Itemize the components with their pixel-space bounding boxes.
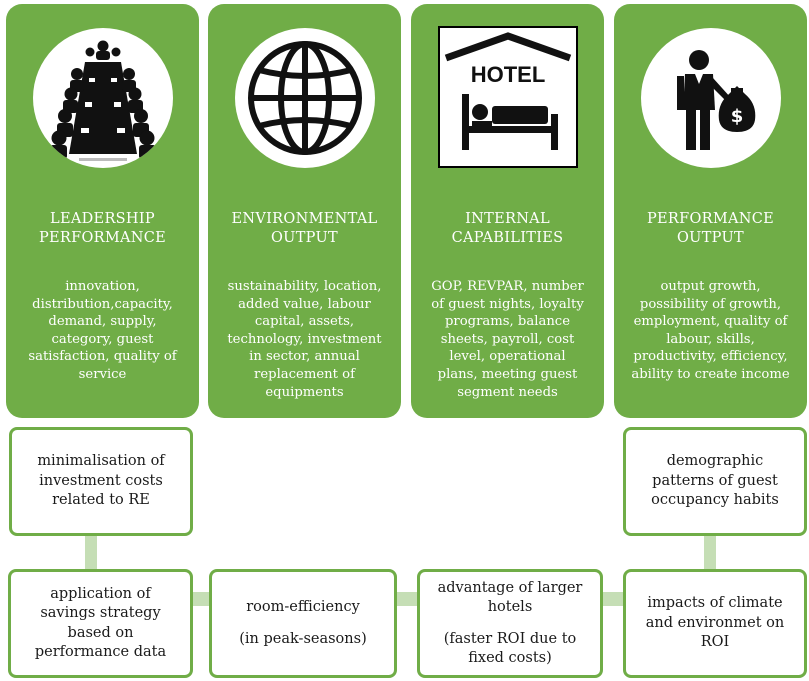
- panel-leadership-performance: LEADERSHIP PERFORMANCE innovation, distr…: [6, 4, 199, 418]
- boardroom-meeting-icon: [32, 28, 173, 168]
- box-label: minimalisation of investment costs relat…: [37, 453, 165, 509]
- box-larger-hotels: advantage of larger hotels (faster ROI d…: [417, 569, 603, 678]
- hotel-sign-text: HOTEL: [470, 62, 545, 87]
- svg-text:$: $: [730, 106, 743, 127]
- globe-icon: [234, 28, 375, 168]
- connector-box3-box4: [603, 592, 623, 606]
- panel-heading: LEADERSHIP PERFORMANCE: [38, 211, 167, 246]
- connector-box2-box3: [397, 592, 417, 606]
- box-investment-costs: minimalisation of investment costs relat…: [9, 427, 193, 536]
- box-demographic-patterns: demographic patterns of guest occupancy …: [623, 427, 807, 536]
- businessman-money-bag-icon: $: [640, 28, 781, 168]
- box-sublabel: (faster ROI due to fixed costs): [443, 630, 577, 667]
- connector-top-right-to-bottom: [704, 536, 716, 570]
- box-label: application of savings strategy based on…: [34, 585, 167, 661]
- panel-performance-output: $ PERFORMANCE OUTPUT output growth, poss…: [614, 4, 807, 418]
- panel-internal-capabilities: HOTEL INTERNAL CAPABILITIES GOP, REVPAR,…: [411, 4, 604, 418]
- panel-description: GOP, REVPAR, number of guest nights, loy…: [431, 279, 584, 400]
- panel-description: sustainability, location, added value, l…: [227, 279, 382, 400]
- panel-heading: PERFORMANCE OUTPUT: [646, 211, 775, 246]
- connector-box1-box2: [192, 592, 210, 606]
- panel-heading: ENVIRONMENTAL OUTPUT: [231, 211, 378, 246]
- panel-description: innovation, distribution,capacity, deman…: [28, 279, 177, 382]
- panel-environmental-output: ENVIRONMENTAL OUTPUT sustainability, loc…: [208, 4, 401, 418]
- panel-description: output growth, possibility of growth, em…: [631, 279, 790, 382]
- connector-top-left-to-bottom: [85, 536, 97, 570]
- box-label: advantage of larger hotels: [437, 579, 583, 616]
- box-label: impacts of climate and environmet on ROI: [645, 595, 785, 651]
- hotel-bed-icon: HOTEL: [437, 26, 578, 168]
- box-climate-impacts: impacts of climate and environmet on ROI: [623, 569, 807, 678]
- box-label: room-efficiency: [246, 599, 360, 615]
- box-savings-strategy: application of savings strategy based on…: [8, 569, 193, 678]
- panel-heading: INTERNAL CAPABILITIES: [451, 211, 564, 246]
- box-room-efficiency: room-efficiency (in peak-seasons): [209, 569, 397, 678]
- box-label: demographic patterns of guest occupancy …: [651, 453, 779, 509]
- box-sublabel: (in peak-seasons): [239, 630, 367, 647]
